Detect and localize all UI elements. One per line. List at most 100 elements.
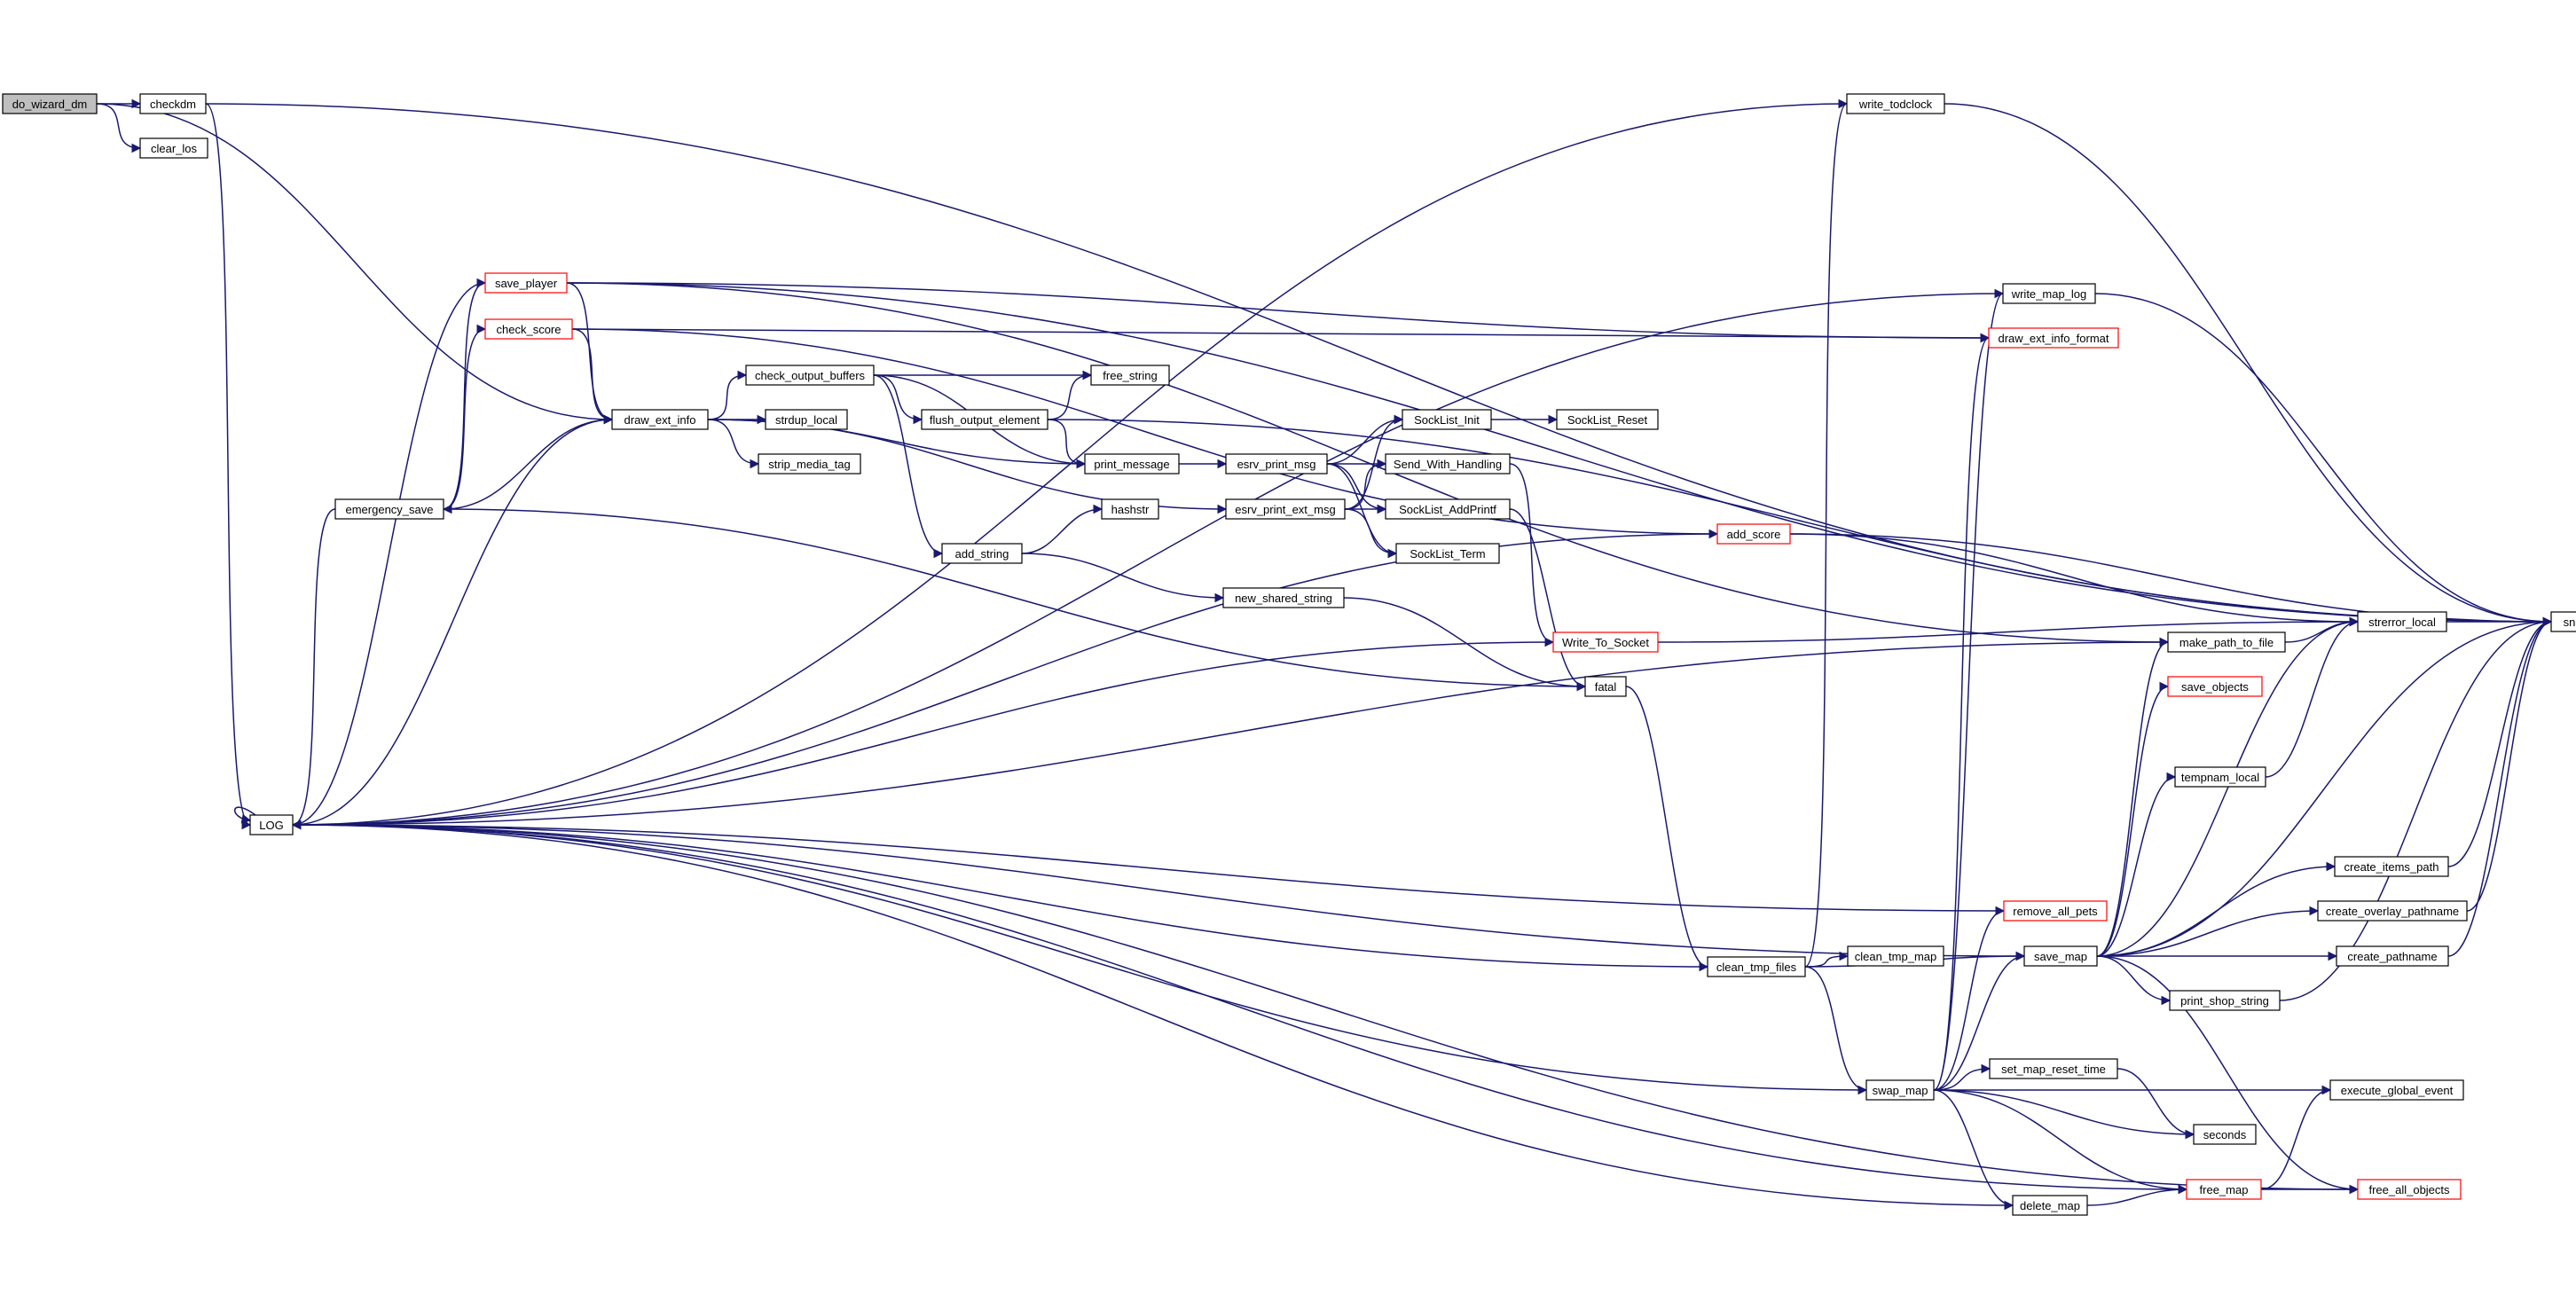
node-make-path-to-file[interactable]: make_path_to_file	[2167, 631, 2286, 653]
node-socklist-init[interactable]: SockList_Init	[1402, 409, 1492, 430]
node-label: clear_los	[151, 142, 198, 155]
node-draw-ext-info[interactable]: draw_ext_info	[611, 409, 709, 430]
edge-save-map-to-print-shop-string	[2096, 955, 2171, 1001]
edge-print-shop-string-to-snprintf	[2279, 621, 2552, 1001]
node-label: write_todclock	[1858, 98, 1933, 111]
node-socklist-reset[interactable]: SockList_Reset	[1556, 409, 1659, 430]
edge-send-with-handling-to-write-to-socket	[1509, 463, 1554, 643]
node-save-player[interactable]: save_player	[484, 272, 568, 294]
edge-swap-map-to-set-map-reset-time	[1933, 1068, 1991, 1091]
node-create-overlay-pathname[interactable]: create_overlay_pathname	[2317, 900, 2468, 922]
node-check-score[interactable]: check_score	[484, 318, 573, 340]
node-execute-global-event[interactable]: execute_global_event	[2329, 1079, 2464, 1101]
node-label: print_shop_string	[2180, 994, 2269, 1008]
node-set-map-reset-time[interactable]: set_map_reset_time	[1989, 1058, 2118, 1079]
node-label: strdup_local	[775, 413, 837, 427]
node-label: make_path_to_file	[2179, 636, 2274, 649]
node-box	[2357, 611, 2447, 632]
node-strerror-local[interactable]: strerror_local	[2357, 611, 2447, 632]
node-box	[2167, 676, 2263, 697]
node-free-string[interactable]: free_string	[1090, 365, 1170, 386]
node-delete-map[interactable]: delete_map	[2012, 1195, 2088, 1216]
node-seconds[interactable]: seconds	[2193, 1124, 2257, 1145]
edge-save-map-to-strerror-local-arrowhead	[2349, 616, 2360, 627]
node-emergency-save[interactable]: emergency_save	[334, 498, 444, 520]
node-add-score[interactable]: add_score	[1716, 523, 1791, 545]
node-check-output-buffers[interactable]: check_output_buffers	[745, 365, 875, 386]
edge-swap-map-to-save-map-arrowhead	[2015, 951, 2026, 961]
node-box	[1101, 498, 1159, 520]
node-do-wizard-dm[interactable]: do_wizard_dm	[2, 93, 98, 114]
node-label: SockList_Init	[1414, 413, 1480, 427]
edge-check-score-to-add-score	[571, 328, 1718, 535]
node-label: draw_ext_info_format	[1998, 332, 2109, 345]
node-label: Send_With_Handling	[1394, 458, 1502, 471]
node-box	[2357, 1179, 2462, 1200]
node-socklist-term[interactable]: SockList_Term	[1395, 543, 1500, 564]
node-write-to-socket[interactable]: Write_To_Socket	[1552, 631, 1659, 653]
edge-save-map-to-print-shop-string-arrowhead	[2161, 995, 2172, 1006]
node-esrv-print-msg[interactable]: esrv_print_msg	[1225, 453, 1328, 475]
node-create-items-path[interactable]: create_items_path	[2334, 856, 2449, 877]
node-strip-media-tag[interactable]: strip_media_tag	[758, 453, 861, 475]
node-create-pathname[interactable]: create_pathname	[2336, 945, 2449, 967]
node-box	[2550, 611, 2576, 632]
node-free-all-objects[interactable]: free_all_objects	[2357, 1179, 2462, 1200]
edge-do-wizard-dm-to-clear-los	[96, 103, 141, 149]
node-box	[139, 137, 208, 159]
edge-swap-map-to-write-map-log-arrowhead	[1994, 288, 2005, 299]
node-label: draw_ext_info	[624, 413, 696, 427]
edge-create-overlay-pathname-to-snprintf	[2466, 621, 2552, 912]
edge-make-path-to-file-to-log	[292, 641, 2169, 826]
edge-do-wizard-dm-to-draw-ext-info	[96, 103, 613, 420]
node-save-map[interactable]: save_map	[2023, 945, 2098, 967]
edge-save-map-to-snprintf-arrowhead	[2542, 616, 2553, 627]
node-box	[1847, 945, 1944, 967]
node-print-shop-string[interactable]: print_shop_string	[2169, 990, 2281, 1011]
node-label: strerror_local	[2368, 616, 2436, 629]
node-box	[1225, 453, 1328, 475]
node-snprintf[interactable]: snprintf	[2550, 611, 2576, 632]
node-hashstr[interactable]: hashstr	[1101, 498, 1159, 520]
node-label: clean_tmp_files	[1716, 961, 1797, 974]
edge-write-to-socket-to-log	[292, 641, 1554, 826]
edge-write-todclock-to-log	[292, 103, 1848, 826]
edge-esrv-print-ext-msg-to-send-with-handling-arrowhead	[1377, 459, 1387, 469]
node-write-map-log[interactable]: write_map_log	[2002, 283, 2096, 304]
node-swap-map[interactable]: swap_map	[1865, 1079, 1935, 1101]
node-tempnam-local[interactable]: tempnam_local	[2174, 766, 2266, 788]
node-clean-tmp-files[interactable]: clean_tmp_files	[1707, 956, 1806, 977]
node-flush-output-element[interactable]: flush_output_element	[921, 409, 1048, 430]
node-checkdm[interactable]: checkdm	[139, 93, 207, 114]
edge-swap-map-to-write-map-log	[1933, 293, 2004, 1091]
node-free-map[interactable]: free_map	[2186, 1179, 2262, 1200]
node-write-todclock[interactable]: write_todclock	[1846, 93, 1945, 114]
node-save-objects[interactable]: save_objects	[2167, 676, 2263, 697]
node-clean-tmp-map[interactable]: clean_tmp_map	[1847, 945, 1944, 967]
edge-save-map-to-tempnam-local	[2096, 776, 2176, 957]
node-box	[484, 318, 573, 340]
edge-emergency-save-to-check-score-arrowhead	[476, 324, 487, 334]
node-socklist-addprintf[interactable]: SockList_AddPrintf	[1385, 498, 1511, 520]
edge-clean-tmp-files-to-swap-map	[1804, 966, 1867, 1091]
edge-esrv-print-ext-msg-to-socklist-init	[1344, 419, 1403, 510]
node-send-with-handling[interactable]: Send_With_Handling	[1385, 453, 1511, 475]
node-add-string[interactable]: add_string	[941, 543, 1023, 564]
node-remove-all-pets[interactable]: remove_all_pets	[2003, 900, 2108, 922]
node-label: clean_tmp_map	[1855, 950, 1937, 963]
edge-checkdm-to-log	[205, 103, 251, 826]
node-log[interactable]: LOG	[249, 814, 294, 835]
node-fatal[interactable]: fatal	[1584, 676, 1627, 697]
node-box	[2169, 990, 2281, 1011]
edge-save-map-to-strerror-local	[2096, 621, 2359, 957]
edge-esrv-print-ext-msg-to-send-with-handling	[1344, 463, 1386, 510]
edge-save-map-to-create-pathname-arrowhead	[2328, 951, 2338, 961]
node-strdup-local[interactable]: strdup_local	[765, 409, 848, 430]
node-print-message[interactable]: print_message	[1084, 453, 1180, 475]
node-esrv-print-ext-msg[interactable]: esrv_print_ext_msg	[1225, 498, 1346, 520]
edge-socklist-init-to-socklist-reset-arrowhead	[1548, 414, 1559, 425]
edge-flush-output-element-to-print-message	[1047, 419, 1086, 465]
node-draw-ext-info-format[interactable]: draw_ext_info_format	[1988, 327, 2119, 349]
node-new-shared-string[interactable]: new_shared_string	[1222, 587, 1345, 608]
node-clear-los[interactable]: clear_los	[139, 137, 208, 159]
